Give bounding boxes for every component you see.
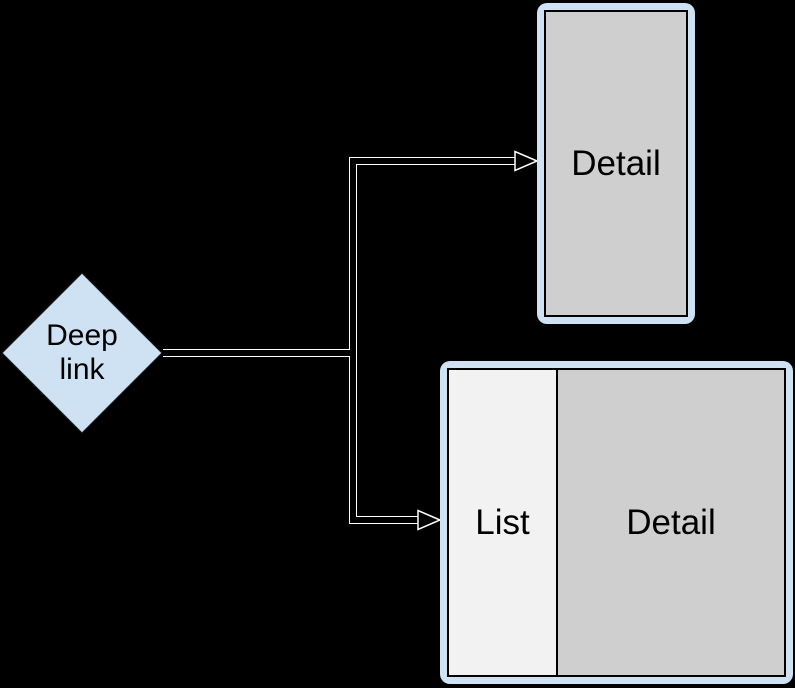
phone-frame: Detail [537,3,695,324]
deep-link-diamond [1,272,163,434]
tablet-detail-label: Detail [626,502,716,542]
connector-to-list-detail-core [163,350,420,523]
phone-detail-label: Detail [571,143,661,183]
tablet-list-label: List [475,502,530,542]
connector-to-list-detail-casing [163,349,420,524]
connector-to-detail-casing [163,157,517,357]
arrowhead-to-detail-icon [514,150,539,172]
arrowhead-to-list-detail-icon [417,509,442,531]
phone-screen: Detail [544,10,688,317]
connector-to-detail-core [163,158,517,356]
tablet-frame: List Detail [440,361,793,684]
tablet-detail-pane: Detail [556,370,784,675]
tablet-screen: List Detail [447,368,786,677]
tablet-list-pane: List [449,370,556,675]
deep-link-label: Deep link [46,319,118,386]
